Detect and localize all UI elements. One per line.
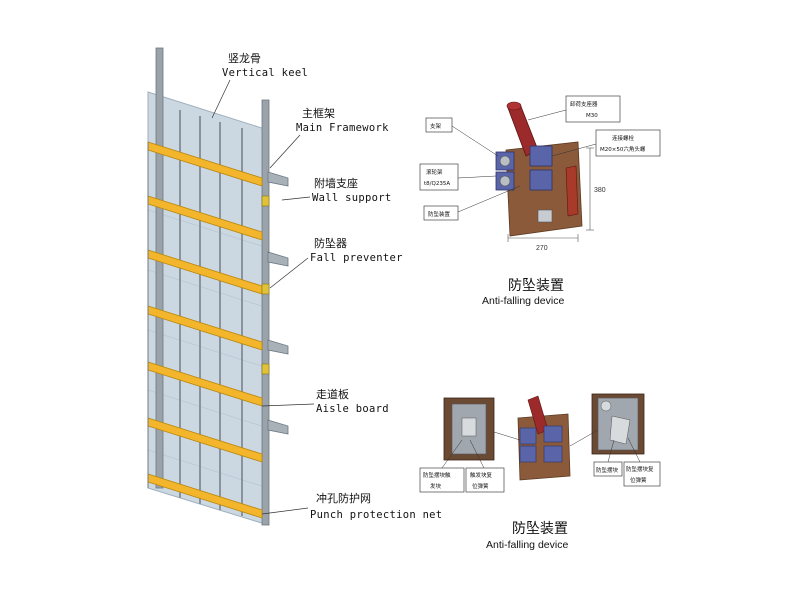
callout-left-b2: 位弹簧 (472, 482, 489, 490)
callout-left-b1: 触发块复 (470, 471, 493, 479)
punch-protection-net (147, 91, 269, 526)
fall-preventer-cn: 防坠器 (314, 236, 347, 250)
bottom-caption-cn: 防坠装置 (512, 521, 568, 537)
dim-width: 270 (536, 245, 548, 252)
wall-supports (267, 171, 289, 435)
label-fall-preventer: 防坠器 Fall preventer (269, 236, 403, 289)
main-framework-cn: 主框架 (302, 107, 335, 120)
callout-bracket: 支架 (430, 122, 442, 130)
wall-support-cn: 附墙支座 (314, 176, 358, 190)
callout-unloading-support: 卸荷支座器 (570, 100, 598, 108)
aisle-boards (147, 141, 263, 519)
punch-net-cn: 冲孔防护网 (316, 491, 371, 505)
label-wall-support: 附墙支座 Wall support (281, 176, 391, 204)
label-punch-net: 冲孔防护网 Punch protection net (261, 491, 442, 521)
label-vertical-keel: 竖龙骨 Vertical keel (211, 52, 308, 119)
callout-right-b1: 防坠摆块复 (626, 465, 654, 473)
label-aisle-board: 走道板 Aisle board (261, 387, 389, 415)
main-framework-en: Main Framework (296, 122, 389, 134)
callout-roller-frame: 滚轮架 (426, 168, 443, 176)
scaffold-frame (147, 47, 289, 526)
dim-height: 380 (594, 187, 606, 194)
callout-bolt: 连接螺栓 (612, 134, 635, 142)
punch-net-en: Punch protection net (310, 509, 442, 521)
callout-fall-device: 防坠装置 (428, 210, 451, 218)
callout-bolt-spec: M20×50六角头螺 (600, 145, 646, 153)
anti-falling-device-bottom: 防坠摆块触 发块 触发块复 位弹簧 防坠摆块 防坠摆块复 位弹簧 防坠装置 An… (419, 393, 661, 551)
callout-right-a: 防坠摆块 (596, 466, 619, 474)
fall-preventers (261, 195, 270, 375)
callout-right-b2: 位弹簧 (630, 476, 647, 484)
callout-left-a2: 发块 (430, 482, 442, 490)
label-main-framework: 主框架 Main Framework (269, 107, 389, 169)
fall-preventer-en: Fall preventer (310, 252, 403, 264)
bottom-caption-en: Anti-falling device (486, 539, 568, 551)
anti-falling-device-top: 270 380 卸荷支座器 M30 支架 连接螺栓 M20×50六角头螺 滚轮架 (419, 95, 661, 307)
callout-m30: M30 (586, 113, 598, 119)
top-caption-cn: 防坠装置 (508, 278, 564, 294)
vertical-keel-en: Vertical keel (222, 67, 308, 79)
callout-left-a1: 防坠摆块触 (423, 471, 451, 479)
top-caption-en: Anti-falling device (482, 295, 564, 307)
vertical-keel-left (155, 47, 164, 489)
aisle-board-en: Aisle board (316, 403, 389, 415)
wall-support-en: Wall support (312, 192, 391, 204)
callout-material: t8/Q235A (424, 181, 450, 187)
vertical-keel-cn: 竖龙骨 (228, 52, 261, 65)
aisle-board-cn: 走道板 (316, 387, 349, 401)
vertical-keel-right (261, 99, 270, 526)
